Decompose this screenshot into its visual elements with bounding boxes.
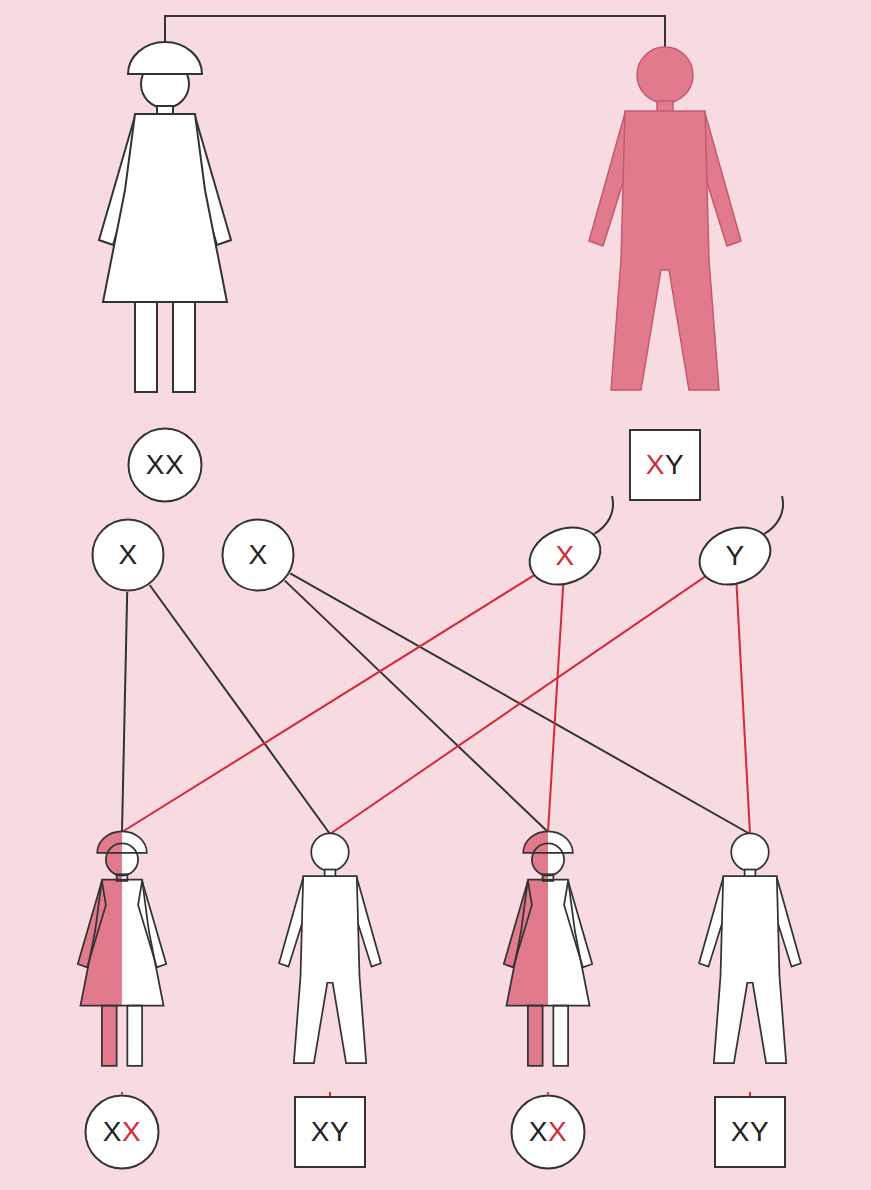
genotype-square: XY: [294, 1096, 366, 1168]
allele-letter: X: [529, 1116, 548, 1147]
allele-letter: X: [555, 540, 574, 571]
daughter-figure: [78, 831, 166, 1065]
allele-letter: Y: [725, 540, 744, 571]
allele-letter: X: [103, 1116, 122, 1147]
genotype-circle: XX: [127, 427, 203, 503]
egg-cell: X: [221, 518, 295, 592]
genotype-square: XY: [714, 1096, 786, 1168]
sperm-tail: [594, 496, 613, 534]
daughter-figure: [504, 831, 592, 1065]
couple-line: [165, 16, 665, 47]
genotype-label: XY: [311, 1118, 349, 1146]
allele-letter: X: [118, 539, 137, 570]
inheritance-line: [122, 574, 536, 1094]
genotype-label: XX: [529, 1118, 567, 1146]
mother-figure: [99, 42, 231, 392]
allele-letter: X: [548, 1116, 567, 1147]
father-figure: [589, 47, 741, 390]
genotype-square: XY: [629, 429, 701, 501]
allele-letter: X: [146, 449, 165, 480]
allele-letter: X: [646, 449, 665, 480]
genotype-circle: XX: [510, 1094, 586, 1170]
genotype-label: X: [248, 541, 267, 569]
allele-letter: X: [122, 1116, 141, 1147]
genotype-label: XX: [146, 451, 184, 479]
son-figure: [699, 833, 801, 1063]
sperm-cell: X: [527, 525, 603, 587]
egg-cell: X: [91, 518, 165, 592]
genotype-label: X: [118, 541, 137, 569]
allele-letter: Y: [750, 1116, 769, 1147]
son-figure: [279, 833, 381, 1063]
inheritance-line: [330, 575, 707, 1096]
genotype-label: XY: [646, 451, 684, 479]
genotype-label: XY: [731, 1118, 769, 1146]
allele-letter: X: [165, 449, 184, 480]
genotype-circle: XX: [84, 1094, 160, 1170]
allele-letter: Y: [330, 1116, 349, 1147]
sperm-cell: Y: [697, 525, 773, 587]
allele-letter: X: [248, 539, 267, 570]
genotype-label: XX: [103, 1118, 141, 1146]
allele-letter: Y: [665, 449, 684, 480]
genotype-label: Y: [725, 542, 744, 570]
genotype-label: X: [555, 542, 574, 570]
allele-letter: X: [311, 1116, 330, 1147]
sperm-tail: [764, 496, 783, 534]
allele-letter: X: [731, 1116, 750, 1147]
